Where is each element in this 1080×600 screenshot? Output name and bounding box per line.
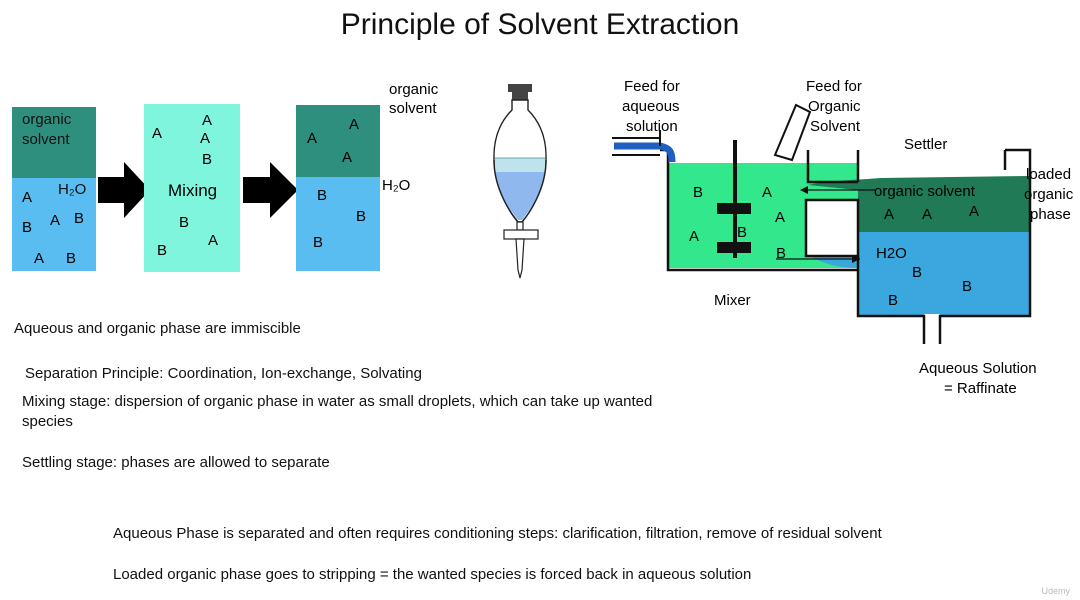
right-arrow-icon: [98, 162, 150, 218]
funnel-solvent-label: solvent: [389, 100, 437, 117]
raffinate-label: = Raffinate: [944, 380, 1017, 397]
letter: A: [208, 232, 218, 249]
letter: A: [34, 250, 44, 267]
letter: B: [912, 264, 922, 281]
loaded-phase-label: loaded: [1026, 166, 1071, 183]
feed-aqueous-label: aqueous: [622, 98, 680, 115]
letter: A: [884, 206, 894, 223]
settler-label: Settler: [904, 136, 947, 153]
note-immiscible: Aqueous and organic phase are immiscible: [14, 320, 301, 337]
feed-aqueous-label: Feed for: [624, 78, 680, 95]
letter: A: [349, 116, 359, 133]
letter: B: [179, 214, 189, 231]
letter: A: [775, 209, 785, 226]
right-arrow-icon: [243, 162, 298, 218]
letter: B: [776, 245, 786, 262]
letter: B: [202, 151, 212, 168]
feed-organic-label: Solvent: [810, 118, 861, 135]
letter: A: [342, 149, 352, 166]
loaded-phase-label: phase: [1030, 206, 1071, 223]
letter: A: [152, 125, 162, 142]
letter: B: [157, 242, 167, 259]
letter: B: [693, 184, 703, 201]
beaker-after: A A A B B B H₂O: [296, 105, 410, 271]
organic-label: organic: [22, 111, 72, 128]
feed-organic-label: Feed for: [806, 78, 862, 95]
letter: B: [737, 224, 747, 241]
mixer-settler: [612, 103, 1032, 344]
letter: B: [313, 234, 323, 251]
page-title: Principle of Solvent Extraction: [340, 8, 740, 41]
note-mixing-stage: Mixing stage: dispersion of organic phas…: [22, 393, 653, 410]
separatory-funnel: organic solvent: [389, 81, 547, 279]
water-label: H₂O: [382, 177, 410, 194]
h2o-label: H2O: [876, 245, 907, 262]
raffinate-label: Aqueous Solution: [919, 360, 1037, 377]
mixer-label: Mixer: [714, 292, 751, 309]
note-separation-principle: Separation Principle: Coordination, Ion-…: [25, 365, 422, 382]
note-mixing-stage-cont: species: [22, 413, 73, 430]
organic-layer: [12, 107, 96, 178]
letter: A: [202, 112, 212, 129]
funnel-organic-label: organic: [389, 81, 439, 98]
feed-aqueous-label: solution: [626, 118, 678, 135]
letter: A: [22, 189, 32, 206]
letter: B: [356, 208, 366, 225]
letter: A: [969, 203, 979, 220]
letter: B: [66, 250, 76, 267]
letter: A: [762, 184, 772, 201]
beaker-before: organic solvent H₂O A B A B A B: [12, 107, 96, 271]
letter: B: [74, 210, 84, 227]
letter: B: [22, 219, 32, 236]
letter: A: [922, 206, 932, 223]
letter: B: [888, 292, 898, 309]
note-aqueous-phase: Aqueous Phase is separated and often req…: [113, 525, 882, 542]
letter: B: [317, 187, 327, 204]
letter: A: [689, 228, 699, 245]
solvent-label: solvent: [22, 131, 70, 148]
water-label: H₂O: [58, 181, 86, 198]
letter: A: [50, 212, 60, 229]
loaded-phase-label: organic: [1024, 186, 1074, 203]
watermark: Udemy: [1041, 586, 1070, 596]
mixing-box: Mixing A A A B A B B: [144, 104, 240, 272]
organic-solvent-label: organic solvent: [874, 183, 976, 200]
aqueous-layer: [12, 178, 96, 271]
feed-organic-label: Organic: [808, 98, 861, 115]
letter: A: [307, 130, 317, 147]
note-settling-stage: Settling stage: phases are allowed to se…: [22, 454, 330, 471]
note-loaded-phase: Loaded organic phase goes to stripping =…: [113, 566, 752, 583]
mixing-label: Mixing: [168, 181, 217, 200]
letter: A: [200, 130, 210, 147]
letter: B: [962, 278, 972, 295]
